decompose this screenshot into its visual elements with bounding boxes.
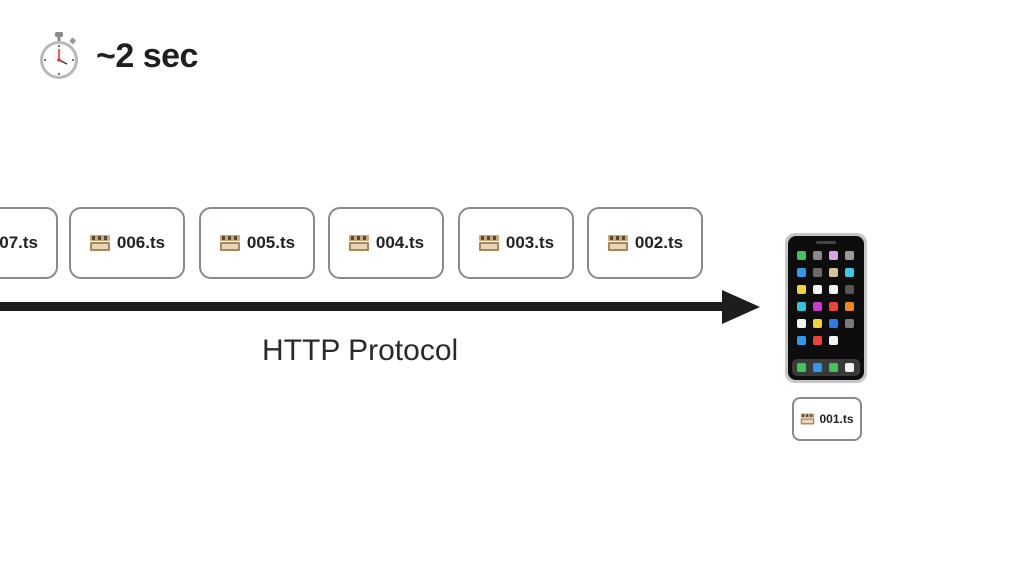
film-frames-icon (478, 233, 500, 253)
segment-label: 004.ts (375, 233, 425, 252)
segment-label: 006.ts (116, 233, 166, 252)
protocol-label: HTTP Protocol (262, 334, 459, 367)
stopwatch-icon (38, 32, 80, 80)
transfer-arrow-shaft (0, 302, 728, 311)
segment-label: 003.ts (505, 233, 555, 252)
transfer-arrow-head (722, 290, 760, 324)
received-segment-box: 001.ts (792, 397, 862, 441)
film-frames-icon (348, 233, 370, 253)
segment-box: 007.ts (0, 207, 58, 279)
segment-box: 006.ts (69, 207, 185, 279)
mobile-phone-icon (784, 232, 868, 384)
film-frames-icon (219, 233, 241, 253)
segment-box: 005.ts (199, 207, 315, 279)
segment-box: 002.ts (587, 207, 703, 279)
segment-label: 002.ts (634, 233, 684, 252)
timer-label: ~2 sec (96, 37, 198, 75)
film-frames-icon (800, 412, 815, 426)
received-segment-label: 001.ts (819, 412, 854, 426)
segment-label: 005.ts (246, 233, 296, 252)
film-frames-icon (89, 233, 111, 253)
film-frames-icon (607, 233, 629, 253)
segment-box: 003.ts (458, 207, 574, 279)
segment-label: 007.ts (0, 233, 38, 252)
timer: ~2 sec (38, 32, 198, 80)
segment-box: 004.ts (328, 207, 444, 279)
